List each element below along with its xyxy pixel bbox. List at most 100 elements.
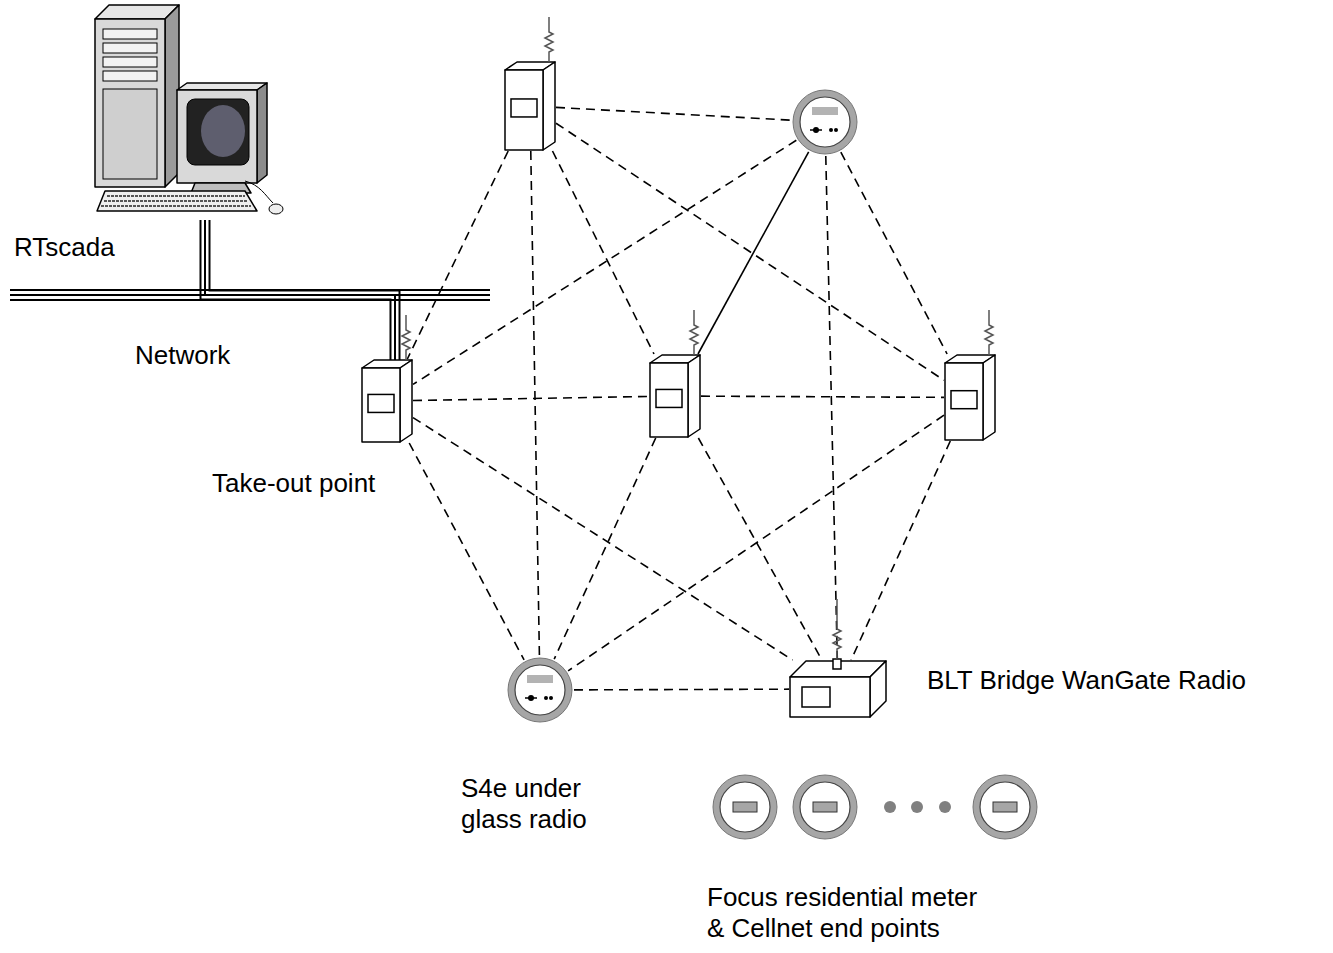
radio-link — [409, 443, 524, 660]
meter-dot — [549, 696, 553, 700]
radio-link — [407, 151, 508, 359]
meter-dot — [834, 128, 838, 132]
meter-drawing — [793, 90, 857, 154]
meter-icon — [792, 89, 858, 155]
antenna — [402, 315, 410, 360]
radio-front — [505, 70, 543, 150]
mouse — [269, 204, 283, 214]
monitor-screen — [187, 99, 249, 165]
radio-window — [511, 99, 537, 117]
radio-link — [698, 438, 822, 660]
radio-link — [413, 140, 796, 384]
radio-line — [574, 688, 789, 690]
computer-drawing — [95, 5, 283, 214]
radio-node — [650, 355, 700, 437]
radio-link — [851, 441, 950, 660]
radio-drawing — [505, 17, 555, 150]
antenna — [833, 599, 841, 659]
radio-line — [413, 396, 649, 400]
keyboard — [97, 191, 257, 211]
radio-icon — [505, 62, 555, 150]
radio-line — [556, 123, 944, 380]
radio-line — [554, 438, 656, 659]
tower-front — [95, 19, 165, 187]
drive-bay — [103, 57, 157, 67]
radio-side — [983, 355, 995, 440]
radio-line — [826, 156, 838, 660]
meter-face — [800, 97, 850, 147]
antenna — [690, 310, 698, 355]
radio-icon — [362, 360, 412, 442]
radio-line — [841, 152, 947, 354]
computer-icon — [95, 5, 285, 220]
radio-link — [841, 152, 947, 354]
node-label: BLT Bridge WanGate Radio — [925, 665, 1248, 696]
node-label: Focus residential meter & Cellnet end po… — [705, 882, 994, 944]
radio-side — [400, 360, 412, 442]
meter-dot — [813, 127, 819, 133]
bridge-side — [870, 661, 886, 717]
meter-face — [720, 782, 770, 832]
meter-ring — [973, 775, 1037, 839]
radio-line — [851, 441, 950, 660]
radio-icon — [650, 355, 700, 437]
radio-line — [553, 151, 655, 354]
radio-front — [362, 368, 400, 442]
radio-line — [413, 140, 796, 384]
radio-drawing — [362, 315, 412, 442]
meter-dot — [544, 696, 548, 700]
meter-dot — [829, 128, 833, 132]
radio-front — [650, 363, 688, 437]
radio-icon — [945, 355, 995, 440]
radio-front — [945, 363, 983, 440]
radio-line — [568, 415, 944, 671]
meter-display — [733, 802, 757, 812]
bus-line — [10, 289, 490, 291]
antenna — [545, 17, 553, 62]
radio-drawing — [945, 310, 995, 440]
radio-link — [701, 396, 944, 397]
monitor-side — [257, 83, 267, 183]
meter-dot — [528, 695, 534, 701]
ellipsis-dot — [884, 801, 896, 813]
radio-line — [413, 418, 793, 660]
drive-bay — [103, 43, 157, 53]
bus-line — [10, 299, 490, 301]
radio-node — [945, 355, 995, 440]
radio-link — [568, 415, 944, 671]
radio-line — [701, 396, 944, 397]
meter-face — [515, 665, 565, 715]
meter-display — [813, 802, 837, 812]
tower-panel — [103, 89, 157, 179]
drive-bay — [103, 29, 157, 39]
key-row — [107, 195, 245, 197]
meter-node: S4e under glass radio — [507, 657, 573, 723]
bridge-front — [790, 677, 870, 717]
network-label: Network — [133, 340, 232, 371]
monitor-front — [177, 90, 257, 183]
radio-node — [505, 62, 555, 150]
wired-link — [698, 152, 809, 354]
meter-display — [993, 802, 1017, 812]
meter-ring — [508, 658, 572, 722]
radio-link — [554, 438, 656, 659]
focus-drawing — [713, 775, 1037, 839]
antenna — [985, 310, 993, 355]
blt-node: BLT Bridge WanGate Radio — [790, 661, 886, 717]
radio-window — [656, 389, 682, 407]
wired-line — [698, 152, 809, 354]
radio-line — [556, 107, 791, 120]
radio-side — [688, 355, 700, 437]
radio-window — [951, 391, 977, 409]
radio-link — [556, 123, 944, 380]
radio-window — [368, 394, 394, 412]
radio-node: Take-out point — [362, 360, 412, 442]
key-row — [101, 205, 251, 207]
bridge-connector — [833, 659, 841, 669]
radio-side — [543, 62, 555, 150]
node-label: S4e under glass radio — [459, 773, 633, 835]
radio-link — [826, 156, 838, 660]
mouse-cable — [245, 181, 273, 203]
radio-drawing — [650, 310, 700, 437]
node-label: Take-out point — [210, 468, 377, 499]
